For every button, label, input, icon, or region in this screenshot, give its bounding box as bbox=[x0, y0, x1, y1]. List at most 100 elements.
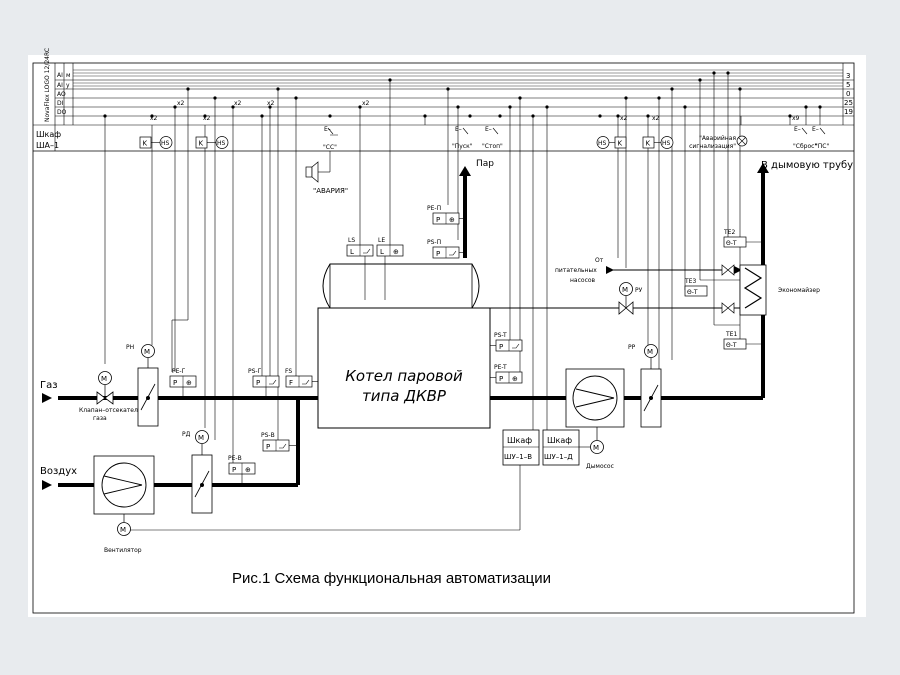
multiplier: x9 bbox=[792, 115, 800, 122]
multiplier: x2 bbox=[652, 115, 660, 122]
air-inlet-arrow bbox=[42, 480, 52, 490]
sensor-tag: PE-В bbox=[228, 455, 242, 462]
motor-m: M bbox=[120, 526, 126, 534]
motor-m: M bbox=[647, 348, 653, 356]
sensor-symbol: P bbox=[436, 250, 440, 258]
regulator-rd: M РД bbox=[182, 430, 213, 514]
multiplier: x2 bbox=[150, 115, 158, 122]
sensor-symbol: P bbox=[256, 379, 260, 387]
bus-row-count: 19 bbox=[844, 108, 853, 116]
gas-valve-label: газа bbox=[93, 415, 107, 422]
sensor-tag: PS-T bbox=[494, 332, 507, 339]
sensor-symbol: P bbox=[499, 375, 503, 383]
sensor-tag: TE3 bbox=[684, 278, 696, 285]
gas-label: Газ bbox=[40, 380, 58, 391]
motor-m: M bbox=[101, 375, 107, 383]
sensor-te3: TE3 Θ-T bbox=[684, 278, 708, 297]
sensor-ps-v: PS-В P bbox=[261, 432, 298, 452]
feed-water-lines bbox=[490, 266, 742, 309]
regulator-rr: M РР bbox=[628, 344, 662, 428]
signal-wiring bbox=[104, 73, 821, 531]
relay-block-rn: K HS bbox=[139, 136, 173, 149]
multiplier: x2 bbox=[234, 100, 242, 107]
sensor-tag: PS-Г bbox=[248, 368, 262, 375]
relay-block-ru: HS K bbox=[596, 136, 627, 149]
sensor-tag: FS bbox=[285, 368, 292, 375]
gas-valve-label: Клапан–отсекатель bbox=[79, 407, 142, 414]
motor-m: M bbox=[144, 348, 150, 356]
drawing-frame bbox=[32, 62, 855, 614]
bus-row-label: DI bbox=[57, 100, 64, 107]
bus-row-label: AI bbox=[57, 72, 63, 79]
svg-text:⊕: ⊕ bbox=[245, 466, 251, 474]
fan-label: Вентилятор bbox=[104, 547, 142, 554]
alarm-sign-label-2: сигнализация" bbox=[689, 143, 736, 150]
sensor-ps-g: PS-Г P bbox=[248, 368, 280, 398]
sensor-tag: PE-П bbox=[427, 205, 441, 212]
rn-label: РН bbox=[126, 344, 134, 351]
alarm-sign-label: "Аварийная bbox=[699, 135, 736, 142]
feed-label: насосов bbox=[570, 277, 596, 284]
bus-row-label: AO bbox=[57, 91, 66, 98]
alarm-switch-label: "СС" bbox=[323, 144, 337, 151]
bus-row-sub: м bbox=[66, 72, 71, 79]
boiler-label: типа ДКВР bbox=[362, 387, 447, 405]
bus-row-label: DO bbox=[57, 109, 67, 116]
sensor-te1: TE1 Θ-T bbox=[723, 331, 763, 350]
rr-label: РР bbox=[628, 344, 636, 351]
alarm-signalling: "Аварийная сигнализация" E– "Сброс" E– "… bbox=[689, 126, 829, 150]
smoke-exhauster: M Дымосос bbox=[565, 368, 625, 470]
ru-valve: M РУ bbox=[618, 282, 643, 315]
sensor-pe-p: PE-П P ⊕ bbox=[427, 205, 465, 225]
motor-m: M bbox=[622, 286, 628, 294]
sensor-tag: TE2 bbox=[723, 229, 735, 236]
sensor-le: LE L ⊕ bbox=[376, 237, 404, 257]
sensor-symbol: P bbox=[436, 216, 440, 224]
ps-switch-label: "ПС" bbox=[815, 143, 829, 150]
boiler-label: Котел паровой bbox=[345, 367, 463, 385]
fan: M Вентилятор bbox=[93, 455, 155, 554]
feed-arrow bbox=[606, 266, 614, 274]
multiplier: x2 bbox=[177, 100, 185, 107]
hand-switch: HS bbox=[598, 140, 607, 147]
bus-row-count: 5 bbox=[846, 81, 850, 89]
cabinet-d-label: Шкаф bbox=[547, 436, 572, 445]
bus-row-count: 0 bbox=[846, 90, 850, 98]
multiplier: x2 bbox=[620, 115, 628, 122]
sensor-tag: TE1 bbox=[725, 331, 737, 338]
sensor-ps-p: PS-П P bbox=[427, 239, 465, 259]
sensor-pe-v: PE-В P ⊕ bbox=[228, 455, 256, 485]
sensor-tag: PE-T bbox=[494, 364, 507, 371]
relay-block-rd: K HS bbox=[195, 136, 229, 149]
figure-caption: Рис.1 Схема функциональная автоматизации bbox=[232, 570, 551, 587]
sensor-symbol: L bbox=[350, 248, 354, 256]
cabinet-v-label: Шкаф bbox=[507, 436, 532, 445]
motor-m: M bbox=[198, 434, 204, 442]
sensor-tag: PS-П bbox=[427, 239, 441, 246]
steam-arrow bbox=[459, 166, 471, 176]
svg-text:E–: E– bbox=[812, 126, 819, 133]
sensor-symbol: P bbox=[499, 343, 503, 351]
cabinet-label: Шкаф bbox=[36, 130, 61, 139]
controller-label: NovaFlex LOGO 12/24RC bbox=[44, 48, 51, 122]
bus-row-count: 25 bbox=[844, 99, 853, 107]
sensor-symbol: P bbox=[232, 466, 236, 474]
alarm-label: "АВАРИЯ" bbox=[313, 187, 348, 195]
sensor-tag: PS-В bbox=[261, 432, 275, 439]
bus-junctions bbox=[103, 71, 822, 118]
sensor-symbol: Θ-T bbox=[726, 342, 737, 349]
sensor-ps-t: PS-T P bbox=[490, 332, 523, 352]
svg-text:E–: E– bbox=[324, 126, 331, 133]
svg-text:E–: E– bbox=[485, 126, 492, 133]
chimney-label: В дымовую трубу bbox=[761, 160, 853, 171]
relay-k: K bbox=[199, 140, 204, 148]
economizer-label: Экономайзер bbox=[778, 287, 820, 294]
sensor-fs: FS F bbox=[285, 368, 318, 388]
ru-label: РУ bbox=[635, 287, 643, 294]
sensor-tag: LS bbox=[348, 237, 355, 244]
bus-row-count: 3 bbox=[846, 72, 850, 80]
multiplier: x2 bbox=[362, 100, 370, 107]
alarm-horn: "СС" E– "АВАРИЯ" bbox=[305, 126, 348, 195]
svg-text:⊕: ⊕ bbox=[512, 375, 518, 383]
gas-inlet-arrow bbox=[42, 393, 52, 403]
